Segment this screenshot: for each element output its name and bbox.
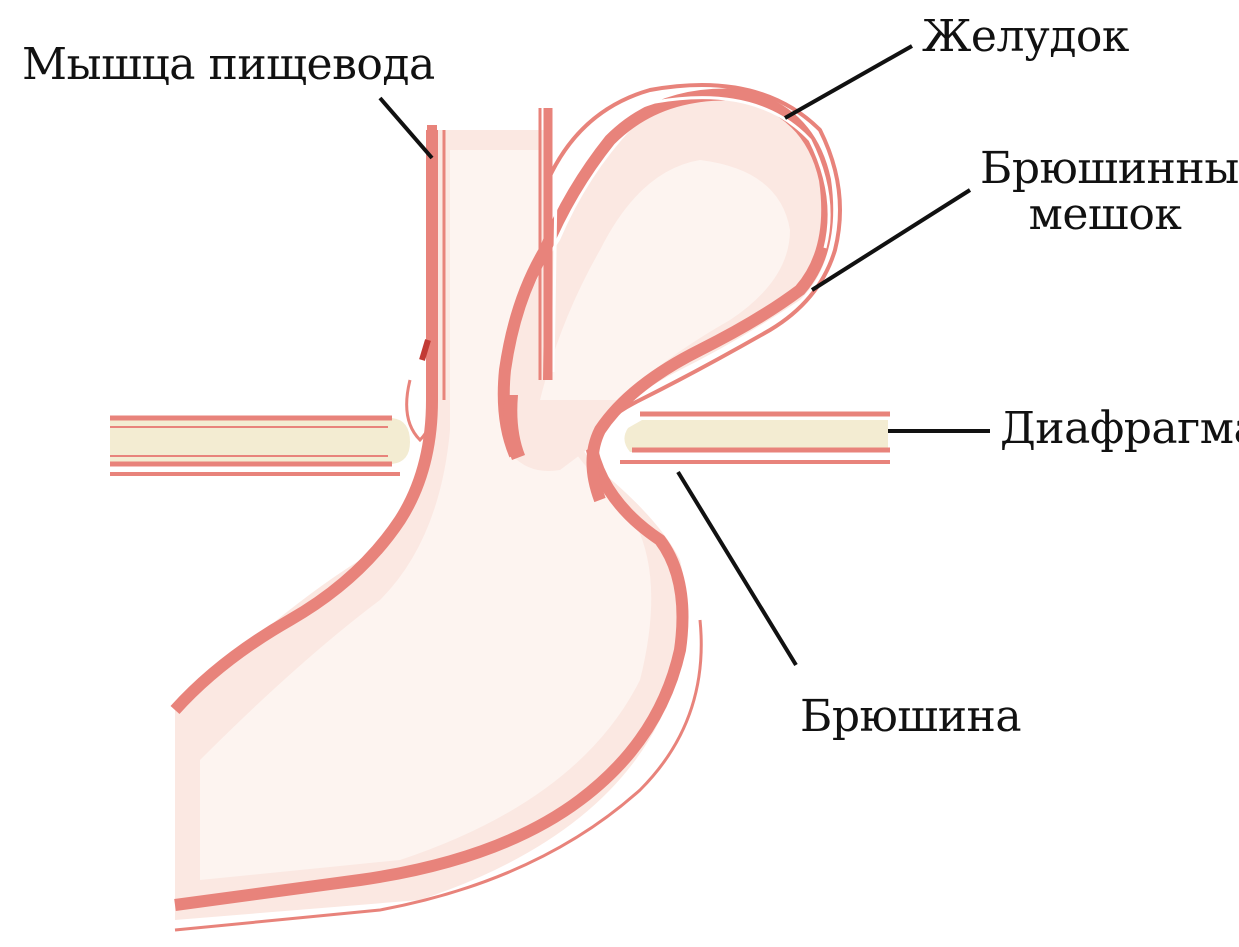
leader-peritoneum — [678, 472, 796, 665]
label-hernia-sac-line2: мешок — [980, 192, 1230, 238]
label-hernia-sac: Брюшинный мешок — [980, 146, 1230, 238]
label-stomach: Желудок — [922, 14, 1129, 60]
label-hernia-sac-line1: Брюшинный — [980, 146, 1230, 192]
diaphragm-left — [110, 418, 410, 474]
leader-stomach — [785, 46, 912, 118]
label-esophagus-muscle: Мышца пищевода — [22, 42, 435, 88]
label-peritoneum: Брюшина — [800, 694, 1021, 740]
leader-esophagus-muscle — [380, 98, 432, 158]
diaphragm-right — [620, 414, 890, 462]
label-diaphragm: Диафрагма — [1000, 406, 1239, 452]
